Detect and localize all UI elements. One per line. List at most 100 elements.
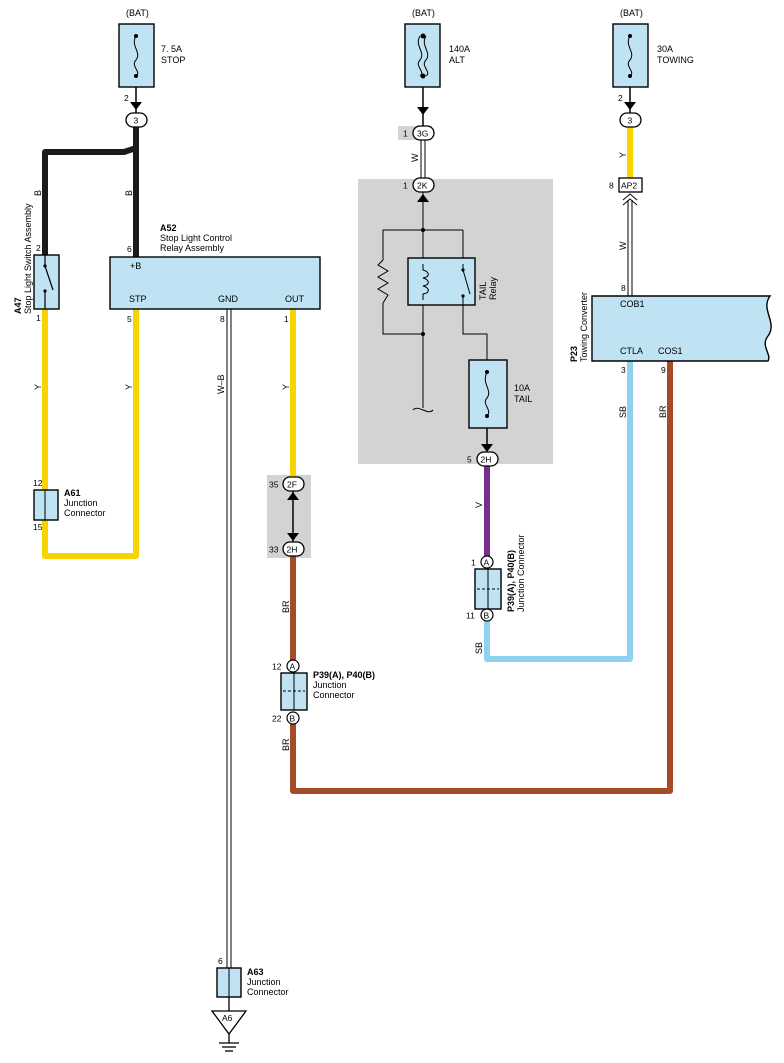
stop-light-switch [33, 254, 60, 310]
p23-pin-cos1: 9 [661, 365, 666, 375]
jc-left-name-line1: Junction [313, 680, 347, 690]
a52-terminal-stp: STP [129, 294, 147, 304]
a52-pin-b: 6 [127, 244, 132, 254]
svg-text:2H: 2H [481, 455, 492, 465]
connector-ap2: AP2 8 [609, 177, 643, 206]
alt-fuse-rating: 140A [449, 44, 470, 54]
towing-fuse-rating: 30A [657, 44, 673, 54]
junction-connector-left: A B 12 22 P39(A), P40(B) Junction Connec… [272, 659, 375, 725]
wire-label-y3: Y [281, 384, 291, 390]
wire-label-b1: B [33, 190, 43, 196]
relay-coil-icon [422, 264, 429, 300]
svg-text:12: 12 [272, 662, 282, 672]
jc-left-name-line2: Connector [313, 690, 355, 700]
wire-label-br1: BR [658, 405, 668, 418]
wire-br-cos1 [290, 361, 673, 794]
tail-relay-label-1: TAIL [478, 282, 488, 300]
a61-id: A61 [64, 488, 81, 498]
wire-label-br2: BR [281, 600, 291, 613]
a61-name-line2: Connector [64, 508, 106, 518]
wire-label-wb: W–B [216, 374, 226, 394]
jc-right-id: P39(A), P40(B) [506, 550, 516, 612]
a61-pin-top: 12 [33, 478, 43, 488]
tail-relay [407, 257, 476, 306]
svg-text:11: 11 [466, 611, 475, 621]
svg-text:1: 1 [471, 558, 476, 568]
wire-label-y2: Y [124, 384, 134, 390]
stop-light-control-relay [109, 256, 321, 310]
p23-name: Towing Converter [579, 292, 589, 362]
tail-fuse [468, 359, 508, 429]
a47-pin-bottom: 1 [36, 313, 41, 323]
towing-fuse-source: (BAT) [620, 8, 643, 18]
a63-id: A63 [247, 967, 264, 977]
svg-text:33: 33 [269, 545, 279, 555]
stop-fuse-rating: 7. 5A [161, 44, 182, 54]
wire-label-w2: W [618, 241, 628, 250]
svg-text:3: 3 [134, 116, 139, 126]
ground-label: A6 [222, 1013, 233, 1023]
connector-3-left: 3 [125, 112, 148, 128]
p23-pin-ctla: 3 [621, 365, 626, 375]
a47-pin-top: 2 [36, 243, 41, 253]
svg-text:8: 8 [609, 181, 614, 191]
svg-text:5: 5 [467, 455, 472, 465]
a63-name-line1: Junction [247, 977, 281, 987]
towing-fuse-pin: 2 [618, 93, 623, 103]
connector-2h-mid: 2H 33 [269, 541, 305, 557]
connector-3g: 3G 1 [403, 125, 435, 141]
tail-fuse-name: TAIL [514, 394, 532, 404]
svg-text:B: B [484, 611, 490, 621]
svg-text:A: A [484, 558, 490, 568]
a61-pin-bottom: 15 [33, 522, 43, 532]
wire-label-w1: W [410, 153, 420, 162]
a52-pin-stp: 5 [127, 314, 132, 324]
svg-text:A: A [290, 662, 296, 672]
p23-terminal-cob1: COB1 [620, 299, 645, 309]
p23-terminal-ctla: CTLA [620, 346, 643, 356]
ground-point-icon [210, 1010, 248, 1036]
svg-text:3: 3 [628, 116, 633, 126]
a52-name-line2: Relay Assembly [160, 243, 225, 253]
tail-fuse-rating: 10A [514, 383, 530, 393]
towing-fuse-name: TOWING [657, 55, 694, 65]
p23-terminal-cos1: COS1 [658, 346, 683, 356]
stop-fuse-source: (BAT) [126, 8, 149, 18]
a52-id: A52 [160, 223, 177, 233]
a52-terminal-gnd: GND [218, 294, 239, 304]
a47-id: A47 [13, 297, 23, 314]
svg-text:35: 35 [269, 480, 279, 490]
stop-fuse-name: STOP [161, 55, 185, 65]
wire-label-y1: Y [33, 384, 43, 390]
junction-block-shade-tail [358, 179, 553, 464]
svg-text:22: 22 [272, 714, 282, 724]
svg-text:2K: 2K [417, 181, 428, 191]
p23-id: P23 [569, 346, 579, 362]
junction-connector-right: A B 1 11 P39(A), P40(B) Junction Connect… [466, 534, 526, 622]
wire-label-y4: Y [618, 152, 628, 158]
fuse-element-icon [133, 35, 139, 77]
svg-text:AP2: AP2 [621, 181, 637, 191]
wire-label-sb2: SB [474, 642, 484, 654]
a52-terminal-b: +B [130, 261, 141, 271]
svg-text:1: 1 [403, 181, 408, 191]
a63-name-line2: Connector [247, 987, 289, 997]
jc-right-name: Junction Connector [516, 534, 526, 612]
p23-pin-cob1: 8 [621, 283, 626, 293]
stop-fuse-pin: 2 [124, 93, 129, 103]
tail-relay-label-2: Relay [488, 276, 498, 300]
a52-pin-gnd: 8 [220, 314, 225, 324]
svg-text:2H: 2H [287, 545, 298, 555]
a52-name-line1: Stop Light Control [160, 233, 232, 243]
wire-sb [484, 361, 633, 662]
alt-fuse-name: ALT [449, 55, 465, 65]
a52-pin-out: 1 [284, 314, 289, 324]
wire-label-b2: B [124, 190, 134, 196]
a47-name: Stop Light Switch Assembly [23, 203, 33, 314]
wire-label-v: V [474, 502, 484, 508]
towing-converter [591, 295, 772, 362]
wire-y-stp-loop [42, 309, 139, 559]
wire-label-br3: BR [281, 738, 291, 751]
wire-b-splice [42, 126, 139, 255]
svg-text:3G: 3G [417, 129, 428, 139]
